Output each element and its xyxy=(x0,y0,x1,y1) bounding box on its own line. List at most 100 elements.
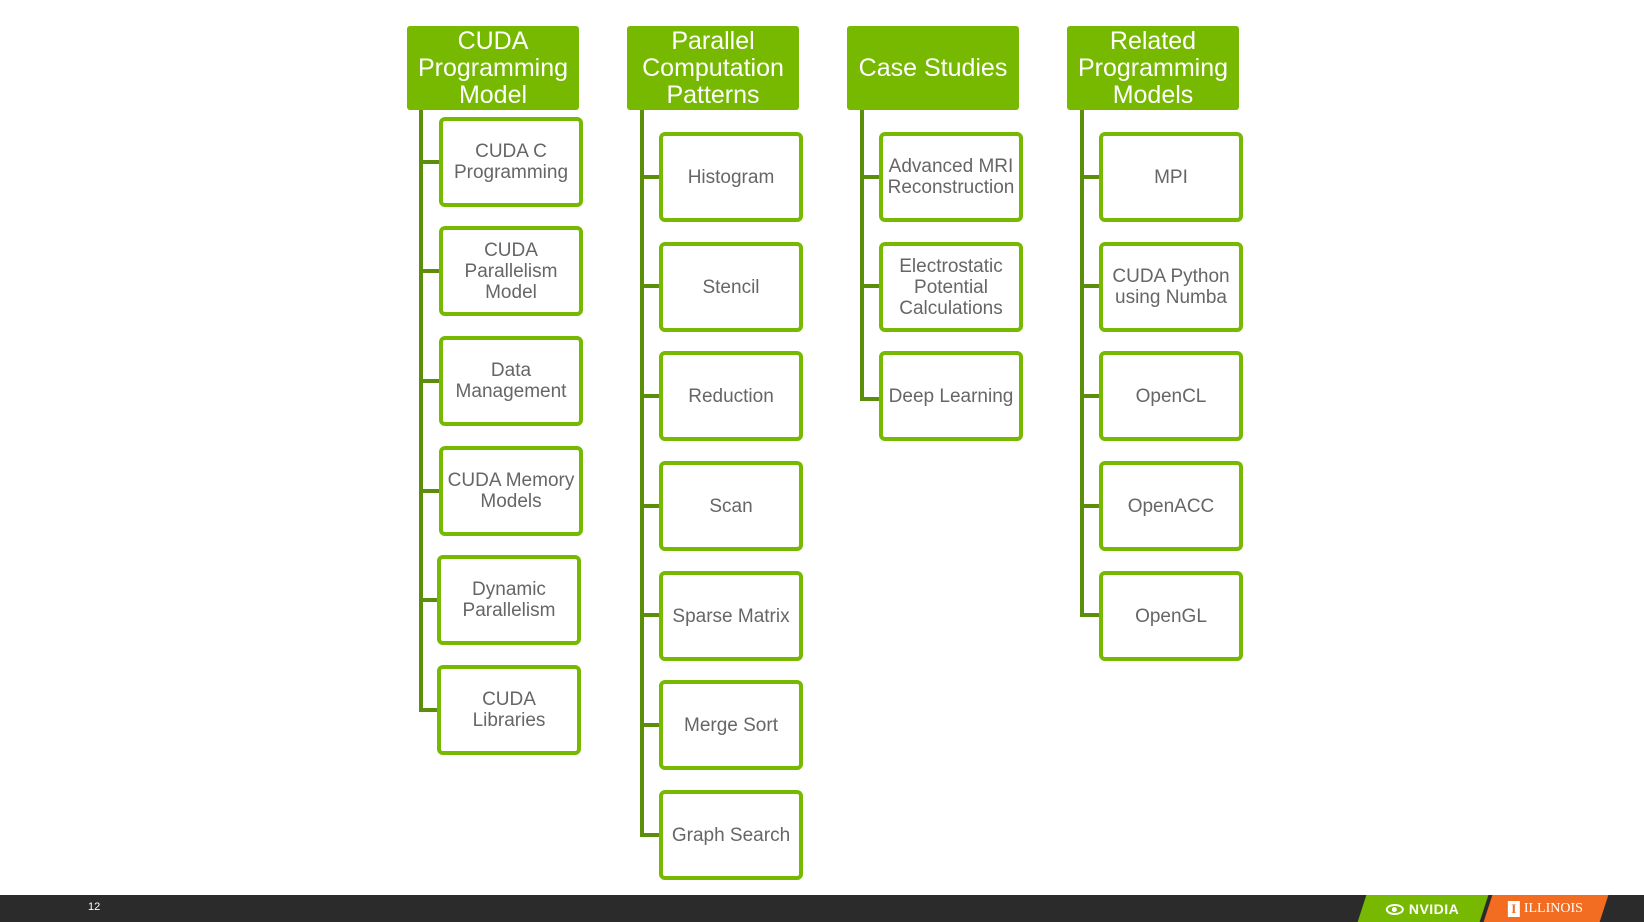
connector-branch xyxy=(860,175,882,179)
illinois-logo: I ILLINOIS xyxy=(1483,895,1609,922)
nvidia-eye-icon xyxy=(1386,903,1405,914)
page-number: 12 xyxy=(88,901,101,913)
item-opengl: OpenGL xyxy=(1099,571,1243,661)
column-header: Related Programming Models xyxy=(1067,26,1239,110)
connector-branch xyxy=(640,175,662,179)
item-opencl: OpenCL xyxy=(1099,351,1243,441)
column-header: Parallel Computation Patterns xyxy=(627,26,799,110)
header-line: Models xyxy=(1112,80,1194,109)
item-line: Parallelism xyxy=(464,260,558,282)
item-line: Reduction xyxy=(688,385,774,407)
connector-branch xyxy=(1080,613,1102,617)
item-reduction: Reduction xyxy=(659,351,803,441)
item-line: Models xyxy=(480,491,542,512)
connector-branch xyxy=(1080,175,1102,179)
item-line: Potential xyxy=(914,276,988,298)
item-line: using Numba xyxy=(1115,287,1227,308)
connector-trunk xyxy=(419,110,423,712)
item-graph-search: Graph Search xyxy=(659,790,803,880)
item-line: Data xyxy=(490,360,532,381)
item-line: Programming xyxy=(453,162,569,183)
connector-branch xyxy=(419,269,441,273)
item-openacc: OpenACC xyxy=(1099,461,1243,551)
connector-trunk xyxy=(1080,110,1084,617)
item-line: CUDA Memory xyxy=(447,470,575,491)
item-histogram: Histogram xyxy=(659,132,803,222)
item-line: Libraries xyxy=(472,710,546,731)
connector-branch xyxy=(640,723,662,727)
item-line: Advanced MRI xyxy=(888,156,1014,177)
connector-branch xyxy=(640,504,662,508)
illinois-logo-text: ILLINOIS xyxy=(1524,900,1584,916)
connector-branch xyxy=(419,489,441,493)
item-stencil: Stencil xyxy=(659,242,803,332)
connector-branch xyxy=(1080,394,1102,398)
connector-trunk xyxy=(860,110,864,401)
connector-branch xyxy=(860,397,882,401)
header-line: Parallel xyxy=(671,26,755,55)
item-deep-learning: Deep Learning xyxy=(879,351,1023,441)
connector-branch xyxy=(640,394,662,398)
header-line: Case Studies xyxy=(858,53,1008,82)
connector-branch xyxy=(640,833,662,837)
connector-branch xyxy=(1080,504,1102,508)
connector-branch xyxy=(640,613,662,617)
connector-branch xyxy=(419,598,441,602)
item-line: Management xyxy=(455,381,567,402)
header-line: Programming xyxy=(1077,53,1229,82)
header-line: Computation xyxy=(642,53,784,82)
item-line: Scan xyxy=(709,495,753,517)
item-line: Dynamic xyxy=(472,579,546,600)
item-merge-sort: Merge Sort xyxy=(659,680,803,770)
item-line: Calculations xyxy=(899,297,1003,319)
item-line: Model xyxy=(485,281,537,303)
header-line: Model xyxy=(458,80,528,109)
header-line: Patterns xyxy=(666,80,760,109)
item-line: Reconstruction xyxy=(887,177,1015,198)
footer-bar: 12 NVIDIA I ILLINOIS xyxy=(0,895,1644,922)
connector-branch xyxy=(419,160,441,164)
item-line: Parallelism xyxy=(462,600,556,621)
header-line: CUDA xyxy=(457,26,529,55)
item-sparse-matrix: Sparse Matrix xyxy=(659,571,803,661)
item-line: CUDA xyxy=(484,239,538,261)
connector-branch xyxy=(419,379,441,383)
item-line: CUDA xyxy=(482,689,536,710)
item-line: MPI xyxy=(1154,166,1188,188)
item-line: Electrostatic xyxy=(899,255,1003,277)
item-line: OpenCL xyxy=(1135,385,1207,407)
connector-trunk xyxy=(640,110,644,837)
item-line: CUDA Python xyxy=(1112,266,1230,287)
column-header: CUDA Programming Model xyxy=(407,26,579,110)
item-line: CUDA C xyxy=(475,141,547,162)
item-line: Sparse Matrix xyxy=(672,605,790,627)
item-scan: Scan xyxy=(659,461,803,551)
item-line: Histogram xyxy=(687,166,775,188)
nvidia-logo-text: NVIDIA xyxy=(1409,900,1460,917)
item-mpi: MPI xyxy=(1099,132,1243,222)
header-line: Programming xyxy=(417,53,569,82)
connector-branch xyxy=(640,284,662,288)
nvidia-logo: NVIDIA xyxy=(1357,895,1489,922)
item-line: OpenGL xyxy=(1135,605,1207,627)
column-header: Case Studies xyxy=(847,26,1019,110)
item-line: Deep Learning xyxy=(888,385,1014,407)
connector-branch xyxy=(1080,284,1102,288)
connector-branch xyxy=(419,708,441,712)
item-line: OpenACC xyxy=(1127,495,1215,517)
illinois-block-i-icon: I xyxy=(1508,900,1521,917)
item-line: Stencil xyxy=(702,276,760,298)
header-line: Related xyxy=(1109,26,1197,55)
connector-branch xyxy=(860,284,882,288)
item-line: Merge Sort xyxy=(684,714,778,736)
